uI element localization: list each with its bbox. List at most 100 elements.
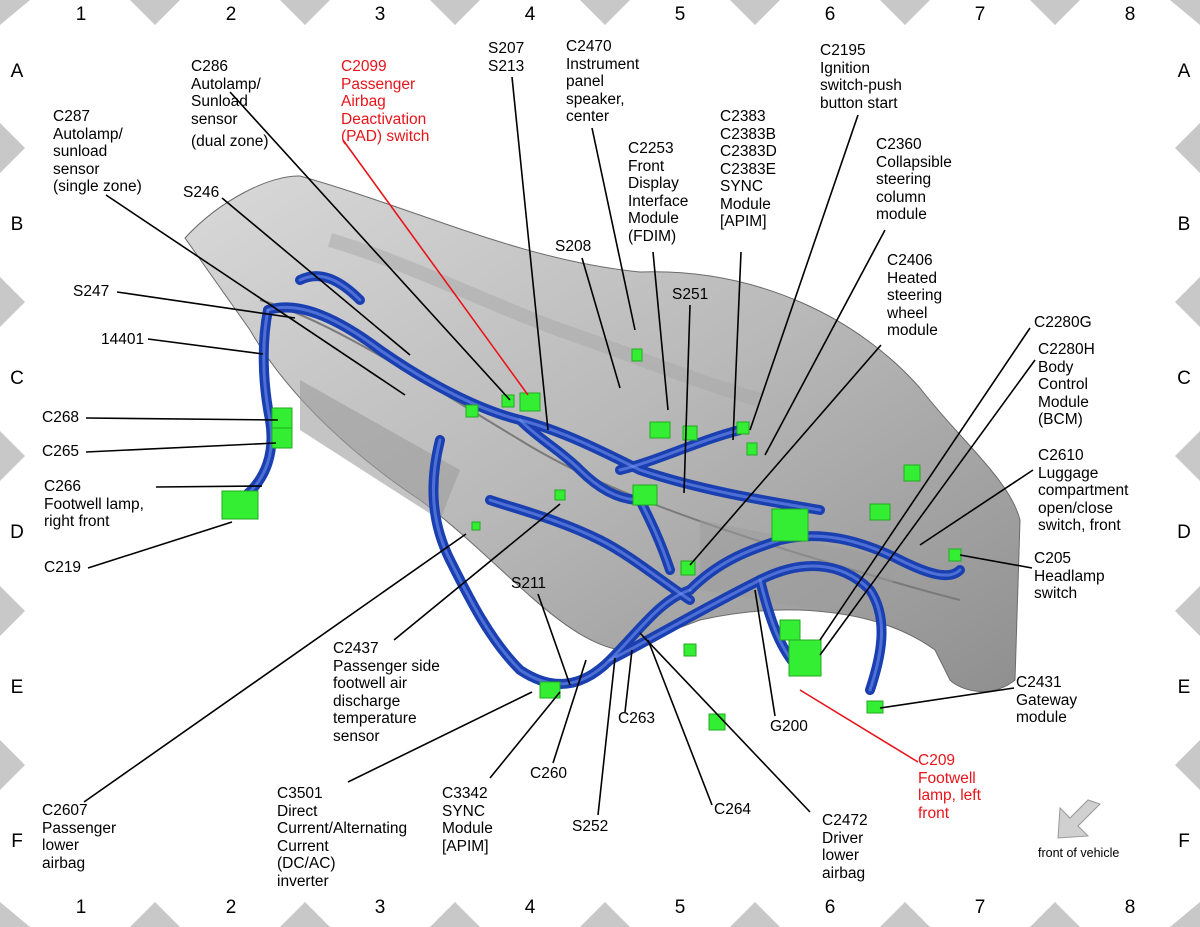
label-line: Collapsible xyxy=(876,153,952,171)
border-chevron xyxy=(1175,277,1200,327)
label-s252: S252 xyxy=(572,818,609,835)
leader-line xyxy=(959,554,1033,569)
label-line: Module xyxy=(720,195,771,213)
label-line: switch, front xyxy=(1038,517,1121,534)
label-c268: C268 xyxy=(42,409,80,426)
label-line: Headlamp xyxy=(1034,567,1105,585)
border-chevron xyxy=(0,902,30,927)
leader-line xyxy=(624,649,633,713)
leader-line xyxy=(87,521,233,569)
harness-connector xyxy=(948,548,962,562)
leader-line xyxy=(393,503,561,641)
grid-col-top: 8 xyxy=(1124,4,1136,25)
border-chevron xyxy=(880,902,930,927)
leader-line xyxy=(105,194,406,396)
harness-connector xyxy=(788,639,822,677)
label-line: steering xyxy=(887,287,943,304)
label-line: Heated xyxy=(887,269,937,287)
border-chevron xyxy=(1175,431,1200,481)
harness-connector xyxy=(471,521,481,531)
leader-line xyxy=(652,251,669,411)
label-line: Control xyxy=(1038,376,1088,393)
label-c265: C265 xyxy=(42,443,80,460)
harness-connector xyxy=(866,700,884,714)
label-line: (single zone) xyxy=(53,178,142,195)
border-chevron xyxy=(880,0,930,25)
label-line: airbag xyxy=(822,864,866,882)
label-line: center xyxy=(566,108,610,125)
label-s246: S246 xyxy=(183,184,220,201)
label-line: module xyxy=(876,206,927,223)
grid-row-right: B xyxy=(1177,214,1191,235)
harness-connector xyxy=(736,421,750,435)
label-line: lower xyxy=(822,847,860,864)
border-chevron xyxy=(1170,902,1200,927)
harness-connector xyxy=(271,407,293,429)
harness-highlight xyxy=(688,534,962,592)
label-line: Body xyxy=(1038,358,1074,376)
label-line: Module xyxy=(442,820,493,837)
harness-highlight xyxy=(608,564,883,692)
grid-row-left: B xyxy=(10,214,24,235)
label-line: (FDIM) xyxy=(628,227,677,245)
leader-line xyxy=(347,691,533,783)
harness-connector xyxy=(683,643,697,657)
harness-highlight xyxy=(518,418,642,502)
label-line: Module xyxy=(1038,393,1089,411)
label-c264: C264 xyxy=(714,801,752,818)
harness-connector xyxy=(631,348,643,362)
label-line: Airbag xyxy=(341,93,386,110)
label-line: inverter xyxy=(277,872,329,890)
label-line: SYNC xyxy=(720,178,764,195)
label-line: Ignition xyxy=(820,59,870,77)
leader-line xyxy=(229,91,511,401)
border-chevron xyxy=(730,0,780,25)
border-chevron xyxy=(0,277,25,327)
label-line: C2383 xyxy=(720,108,766,125)
label-line: C2607 xyxy=(42,802,88,819)
grid-row-left: D xyxy=(10,522,24,543)
label-c286-zone: (dual zone) xyxy=(191,133,269,150)
border-chevron xyxy=(1175,123,1200,173)
grid-col-bottom: 7 xyxy=(974,897,986,918)
border-chevron xyxy=(130,0,180,25)
harness-connector xyxy=(501,394,515,408)
grid-col-bottom: 6 xyxy=(824,897,836,918)
label-line: sensor xyxy=(53,160,100,178)
harness-connector xyxy=(771,508,809,542)
instrument-panel-art xyxy=(184,175,1101,839)
leader-line xyxy=(799,689,919,763)
label-line: C2610 xyxy=(1038,447,1084,464)
grid-row-right: D xyxy=(1177,522,1191,543)
leader-line xyxy=(85,442,277,453)
label-line: C266 xyxy=(44,478,82,495)
leader-line xyxy=(342,139,529,396)
label-c260: C260 xyxy=(530,765,568,782)
label-line: Luggage xyxy=(1038,464,1099,482)
border-chevron xyxy=(0,586,25,636)
label-line: [APIM] xyxy=(720,213,767,230)
label-line: compartment xyxy=(1038,482,1129,499)
label-line: footwell air xyxy=(333,675,408,692)
grid-col-top: 6 xyxy=(824,4,836,25)
grid-col-bottom: 2 xyxy=(225,897,237,918)
grid-row-left: E xyxy=(10,677,24,698)
label-line: sensor xyxy=(333,727,380,745)
label-line: module xyxy=(887,322,938,339)
label-line: Direct xyxy=(277,802,318,820)
label-line: Footwell xyxy=(918,769,976,787)
harness-connector xyxy=(869,503,891,521)
label-line: Instrument xyxy=(566,55,640,73)
front-arrow-icon xyxy=(1057,799,1101,839)
leader-line xyxy=(597,657,616,816)
